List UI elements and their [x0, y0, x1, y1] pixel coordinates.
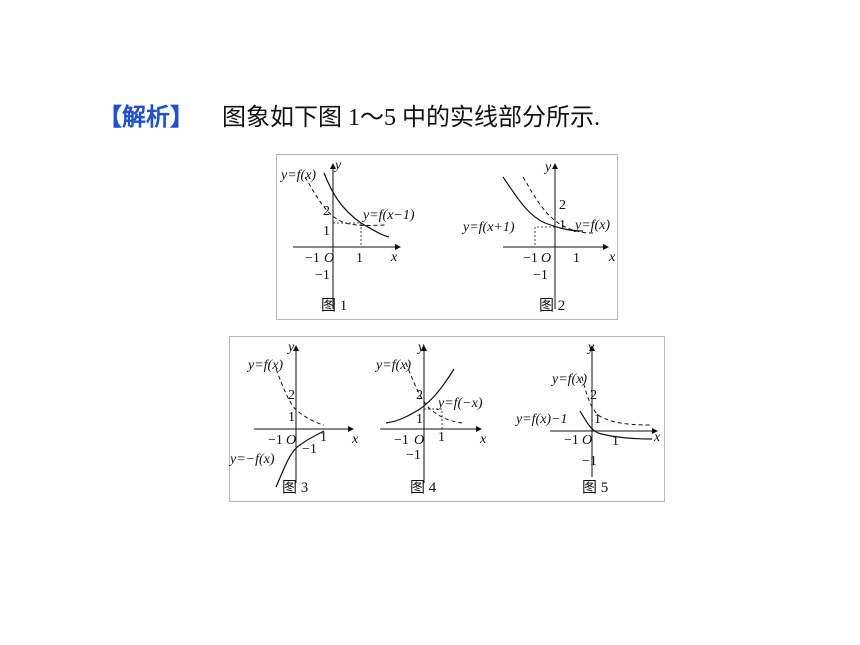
fig3-caption: 图 3 — [282, 479, 308, 496]
fig4-label-solid: y=f(−x) — [436, 396, 483, 411]
fig5-label-solid: y=f(x)−1 — [514, 412, 568, 427]
figure-1: y=f(x) y=f(x−1) y x O −1 1 1 2 −1 图 1 — [279, 158, 415, 314]
fig5-label-yneg: −1 — [582, 454, 597, 469]
fig2-label-y2: 2 — [559, 198, 566, 213]
fig3-label-dashed: y=f(x) — [246, 358, 283, 373]
fig3-dashed-curve — [275, 368, 325, 426]
fig3-solid-curve — [275, 430, 325, 488]
fig4-label-xneg: −1 — [394, 433, 409, 448]
fig5-label-y: y — [586, 340, 595, 355]
fig3-label-y: y — [286, 340, 295, 355]
fig5-label-x: x — [653, 430, 661, 445]
fig3-label-solid: y=−f(x) — [228, 452, 275, 467]
fig4-label-y1: 1 — [416, 412, 423, 427]
fig4-guide — [424, 408, 443, 429]
fig1-label-xpos: 1 — [356, 251, 363, 266]
fig2-label-y1: 1 — [559, 218, 566, 233]
fig3-y-arrow — [293, 345, 299, 351]
fig1-guide — [333, 222, 362, 247]
figure-3: y=f(x) y=−f(x) y x O −1 1 1 2 −1 图 3 — [228, 340, 359, 496]
fig3-label-y1: 1 — [288, 410, 295, 425]
fig3-label-x: x — [351, 432, 359, 447]
fig5-y-arrow — [589, 345, 595, 351]
fig2-label-solid: y=f(x+1) — [461, 220, 515, 235]
fig5-label-xpos: 1 — [612, 434, 619, 449]
figure-panel-bottom: y=f(x) y=−f(x) y x O −1 1 1 2 −1 图 3 y=f… — [228, 336, 665, 502]
solution-heading: 【解析】 图象如下图 1～5 中的实线部分所示. — [98, 102, 600, 134]
fig5-label-xneg: −1 — [564, 433, 579, 448]
fig2-guide — [534, 226, 555, 247]
heading-text: 图象如下图 1～5 中的实线部分所示. — [222, 105, 600, 131]
fig4-label-yneg: −1 — [406, 448, 421, 463]
figure-2: y=f(x+1) y=f(x) y x O −1 1 1 2 −1 图 2 — [461, 160, 616, 314]
fig2-label-origin: O — [541, 251, 551, 266]
fig4-y-arrow — [421, 345, 427, 351]
fig5-x-arrow — [652, 428, 658, 434]
fig5-caption: 图 5 — [582, 479, 608, 496]
fig1-label-y2: 2 — [323, 204, 330, 219]
fig3-label-yneg: −1 — [302, 442, 317, 457]
fig4-dashed-curve — [405, 362, 463, 424]
fig2-caption: 图 2 — [539, 297, 565, 314]
fig4-label-dashed: y=f(x) — [374, 358, 411, 373]
fig2-y-arrow — [552, 163, 558, 169]
fig5-label-dashed: y=f(x) — [550, 372, 587, 387]
fig4-solid-curve — [385, 368, 455, 424]
fig1-label-dashed: y=f(x) — [279, 168, 316, 183]
fig3-label-y2: 2 — [288, 388, 295, 403]
fig4-x-arrow — [476, 426, 482, 432]
fig4-label-y2: 2 — [416, 388, 423, 403]
fig2-label-x: x — [608, 250, 616, 265]
fig2-label-y: y — [543, 160, 552, 175]
fig2-label-yneg: −1 — [533, 268, 548, 283]
fig2-x-arrow — [603, 244, 609, 250]
fig1-label-xneg: −1 — [305, 251, 320, 266]
fig3-label-xpos: 1 — [320, 430, 327, 445]
fig5-label-y2: 2 — [590, 388, 597, 403]
fig2-label-dashed: y=f(x) — [573, 218, 610, 233]
figure-panel-top: y=f(x) y=f(x−1) y x O −1 1 1 2 −1 图 1 y=… — [276, 154, 618, 320]
fig1-label-y: y — [333, 158, 342, 173]
fig1-caption: 图 1 — [321, 297, 347, 314]
fig4-label-y: y — [416, 340, 425, 355]
fig5-dashed-curve — [581, 376, 653, 426]
fig1-dashed-curve — [304, 176, 388, 226]
fig3-label-origin: O — [286, 433, 296, 448]
fig3-x-arrow — [348, 426, 354, 432]
figures-3-5-svg: y=f(x) y=−f(x) y x O −1 1 1 2 −1 图 3 y=f… — [228, 340, 661, 496]
fig1-solid-curve — [323, 172, 390, 238]
figure-4: y=f(x) y=f(−x) y x O −1 1 1 2 −1 图 4 — [374, 340, 487, 496]
fig1-label-y1: 1 — [323, 224, 330, 239]
fig2-dashed-curve — [522, 176, 596, 234]
fig5-label-y1: 1 — [594, 412, 601, 427]
fig4-caption: 图 4 — [410, 479, 437, 496]
fig3-label-xneg: −1 — [268, 433, 283, 448]
fig1-label-solid: y=f(x−1) — [361, 208, 415, 223]
fig1-label-origin: O — [324, 251, 334, 266]
fig4-label-xpos: 1 — [438, 430, 445, 445]
fig4-label-origin: O — [414, 433, 424, 448]
fig4-label-x: x — [479, 432, 487, 447]
fig1-label-yneg: −1 — [315, 268, 330, 283]
fig2-solid-curve — [502, 176, 584, 232]
figures-1-2-svg: y=f(x) y=f(x−1) y x O −1 1 1 2 −1 图 1 y=… — [279, 158, 616, 314]
analysis-tag: 【解析】 — [98, 105, 194, 131]
fig1-label-x: x — [390, 250, 398, 265]
figure-5: y=f(x) y=f(x)−1 y x O −1 1 1 2 −1 图 5 — [514, 340, 661, 496]
fig1-y-arrow — [330, 163, 336, 169]
fig1-x-arrow — [395, 244, 401, 250]
fig5-solid-curve — [579, 410, 653, 440]
fig2-label-xneg: −1 — [523, 251, 538, 266]
fig2-label-xpos: 1 — [573, 251, 580, 266]
fig5-label-origin: O — [582, 433, 592, 448]
